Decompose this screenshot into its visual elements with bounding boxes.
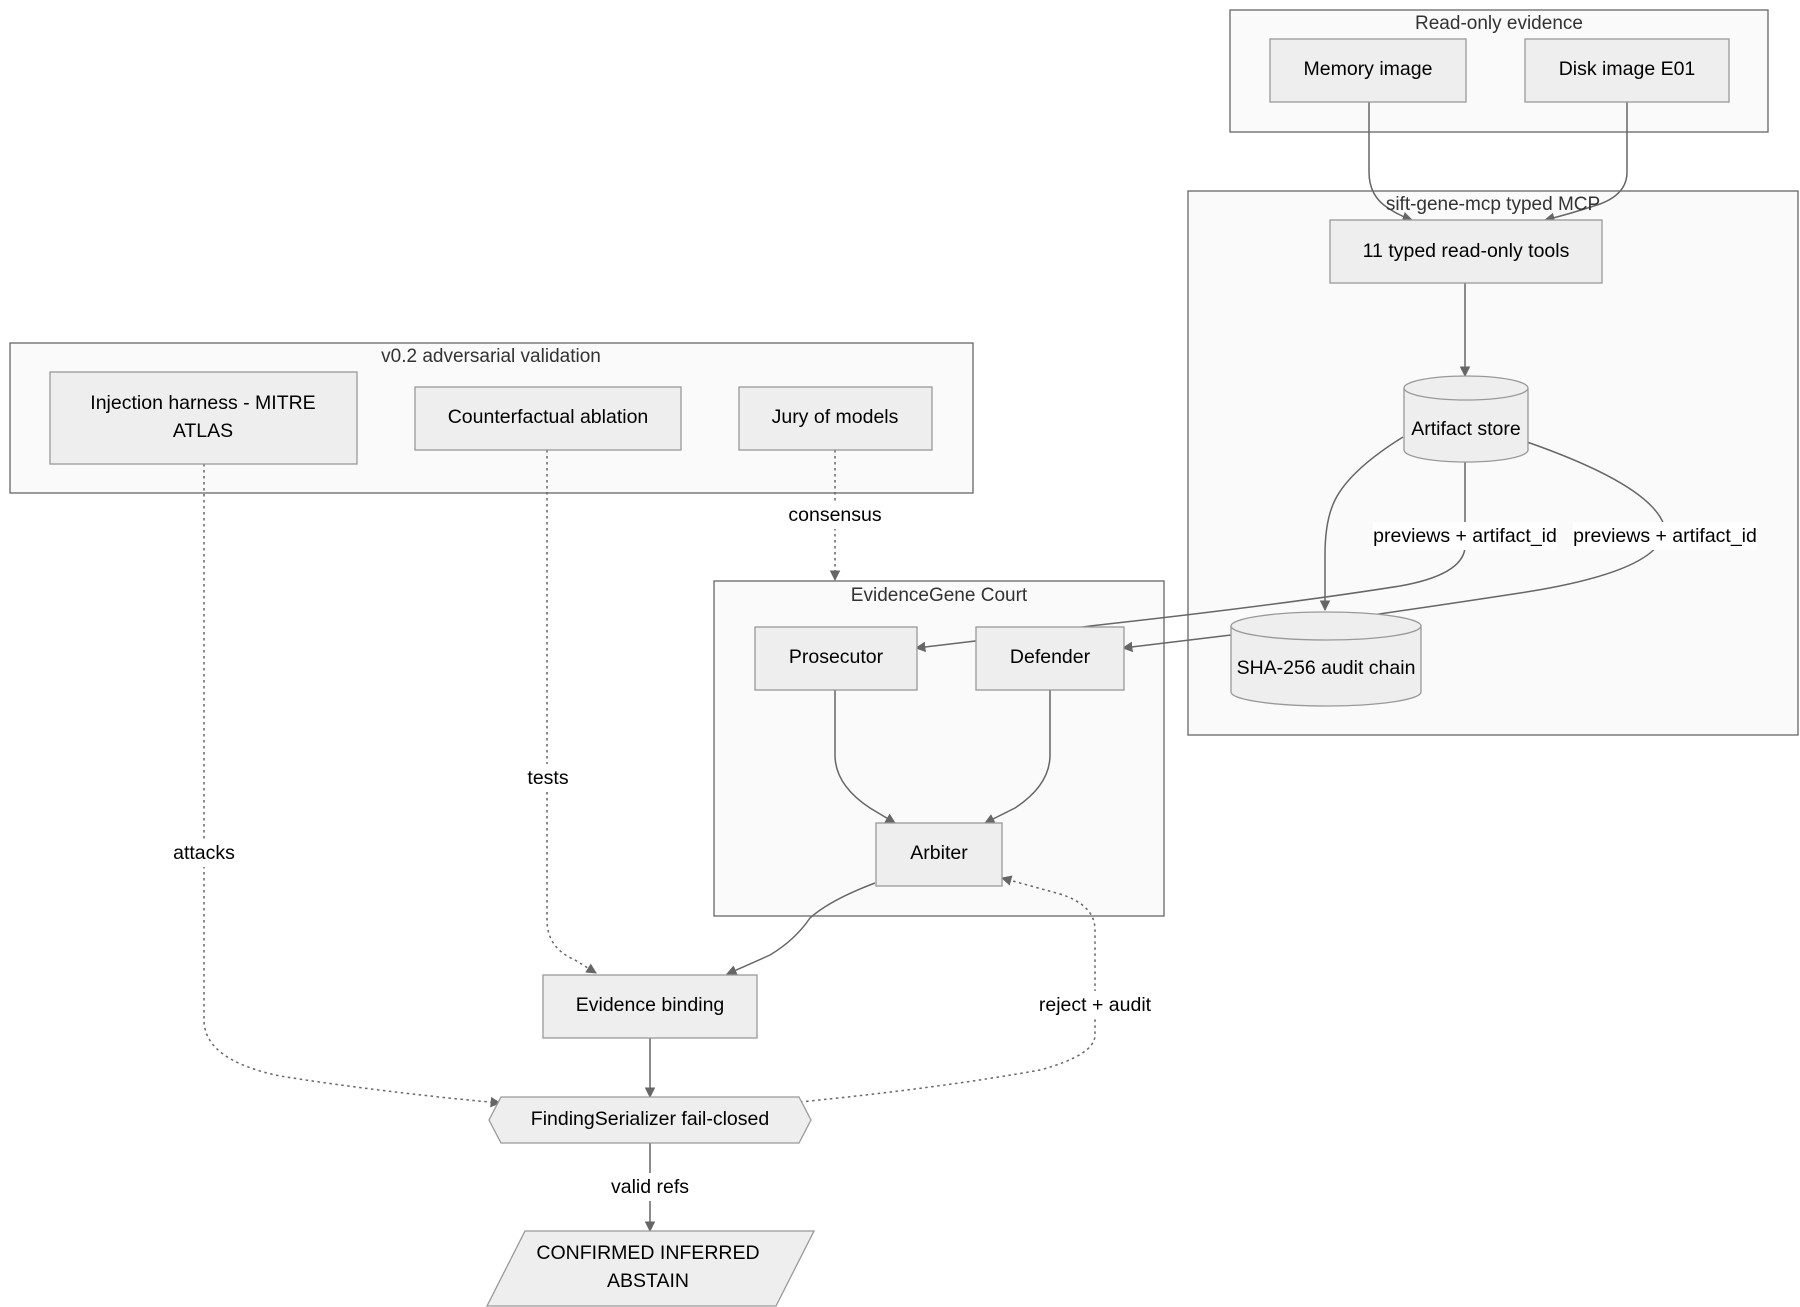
node-label-evidence-binding: Evidence binding (576, 994, 725, 1016)
node-label-outcome-line2: ABSTAIN (607, 1270, 689, 1292)
node-artifact-store[interactable]: Artifact store (1403, 375, 1529, 463)
edge-defender-to-arbiter (984, 690, 1051, 824)
svg-text:attacks: attacks (173, 842, 235, 864)
node-label-defender: Defender (1010, 646, 1091, 668)
edge-label-previews-defender: previews + artifact_id (1573, 522, 1757, 550)
cluster-title-validation: v0.2 adversarial validation (381, 346, 601, 367)
node-memory-image[interactable]: Memory image (1269, 38, 1467, 103)
edge-label-consensus: consensus (785, 501, 885, 529)
node-arbiter[interactable]: Arbiter (875, 822, 1003, 887)
node-defender[interactable]: Defender (975, 626, 1125, 691)
cluster-title-mcp: sift-gene-mcp typed MCP (1386, 194, 1600, 215)
edge-label-valid-refs: valid refs (609, 1173, 691, 1201)
edge-memory-to-tools (1368, 102, 1413, 222)
edge-serializer-to-arbiter (799, 875, 1096, 1103)
svg-text:valid refs: valid refs (611, 1176, 689, 1198)
node-label-injection-harness-line2: ATLAS (173, 420, 233, 442)
edges-dotted (203, 450, 1096, 1108)
node-disk-image[interactable]: Disk image E01 (1524, 38, 1730, 103)
cluster-title-evidence: Read-only evidence (1415, 13, 1583, 34)
edge-label-attacks: attacks (167, 839, 241, 867)
node-injection-harness[interactable]: Injection harness - MITRE ATLAS (49, 371, 358, 465)
node-label-injection-harness-line1: Injection harness - MITRE (90, 392, 315, 414)
svg-text:consensus: consensus (788, 504, 881, 526)
node-outcome[interactable]: CONFIRMED INFERRED ABSTAIN (485, 1230, 816, 1307)
edge-harness-to-serializer (203, 464, 502, 1108)
edge-arbiter-to-binding (726, 882, 876, 976)
edge-label-previews-prosecutor: previews + artifact_id (1373, 522, 1557, 550)
node-evidence-binding[interactable]: Evidence binding (542, 974, 758, 1039)
node-typed-tools[interactable]: 11 typed read-only tools (1329, 219, 1603, 284)
node-label-disk-image: Disk image E01 (1559, 58, 1696, 80)
svg-text:reject + audit: reject + audit (1039, 994, 1152, 1016)
node-finding-serializer[interactable]: FindingSerializer fail-closed (488, 1096, 812, 1144)
node-label-arbiter: Arbiter (910, 842, 968, 864)
node-label-finding-serializer: FindingSerializer fail-closed (531, 1108, 769, 1130)
edge-prosecutor-to-arbiter (834, 690, 896, 824)
node-label-audit-chain: SHA-256 audit chain (1237, 657, 1416, 679)
svg-text:tests: tests (527, 767, 568, 789)
node-prosecutor[interactable]: Prosecutor (754, 626, 918, 691)
edge-label-reject-audit: reject + audit (1037, 991, 1153, 1019)
svg-text:previews + artifact_id: previews + artifact_id (1373, 525, 1557, 547)
node-label-prosecutor: Prosecutor (789, 646, 884, 668)
node-counterfactual-ablation[interactable]: Counterfactual ablation (414, 386, 682, 451)
node-audit-chain[interactable]: SHA-256 audit chain (1230, 611, 1422, 707)
edge-ablation-to-binding (546, 450, 597, 974)
node-label-typed-tools: 11 typed read-only tools (1363, 240, 1570, 262)
node-jury-of-models[interactable]: Jury of models (738, 386, 933, 451)
node-label-jury-of-models: Jury of models (772, 406, 899, 428)
cluster-title-court: EvidenceGene Court (851, 585, 1028, 606)
node-label-counterfactual-ablation: Counterfactual ablation (448, 406, 649, 428)
node-label-artifact-store: Artifact store (1411, 418, 1520, 440)
svg-text:previews + artifact_id: previews + artifact_id (1573, 525, 1757, 547)
node-label-outcome-line1: CONFIRMED INFERRED (536, 1242, 759, 1264)
edge-label-tests: tests (522, 764, 574, 792)
node-label-memory-image: Memory image (1304, 58, 1433, 80)
edge-disk-to-tools (1543, 102, 1628, 223)
edge-store-to-audit (1319, 436, 1404, 612)
